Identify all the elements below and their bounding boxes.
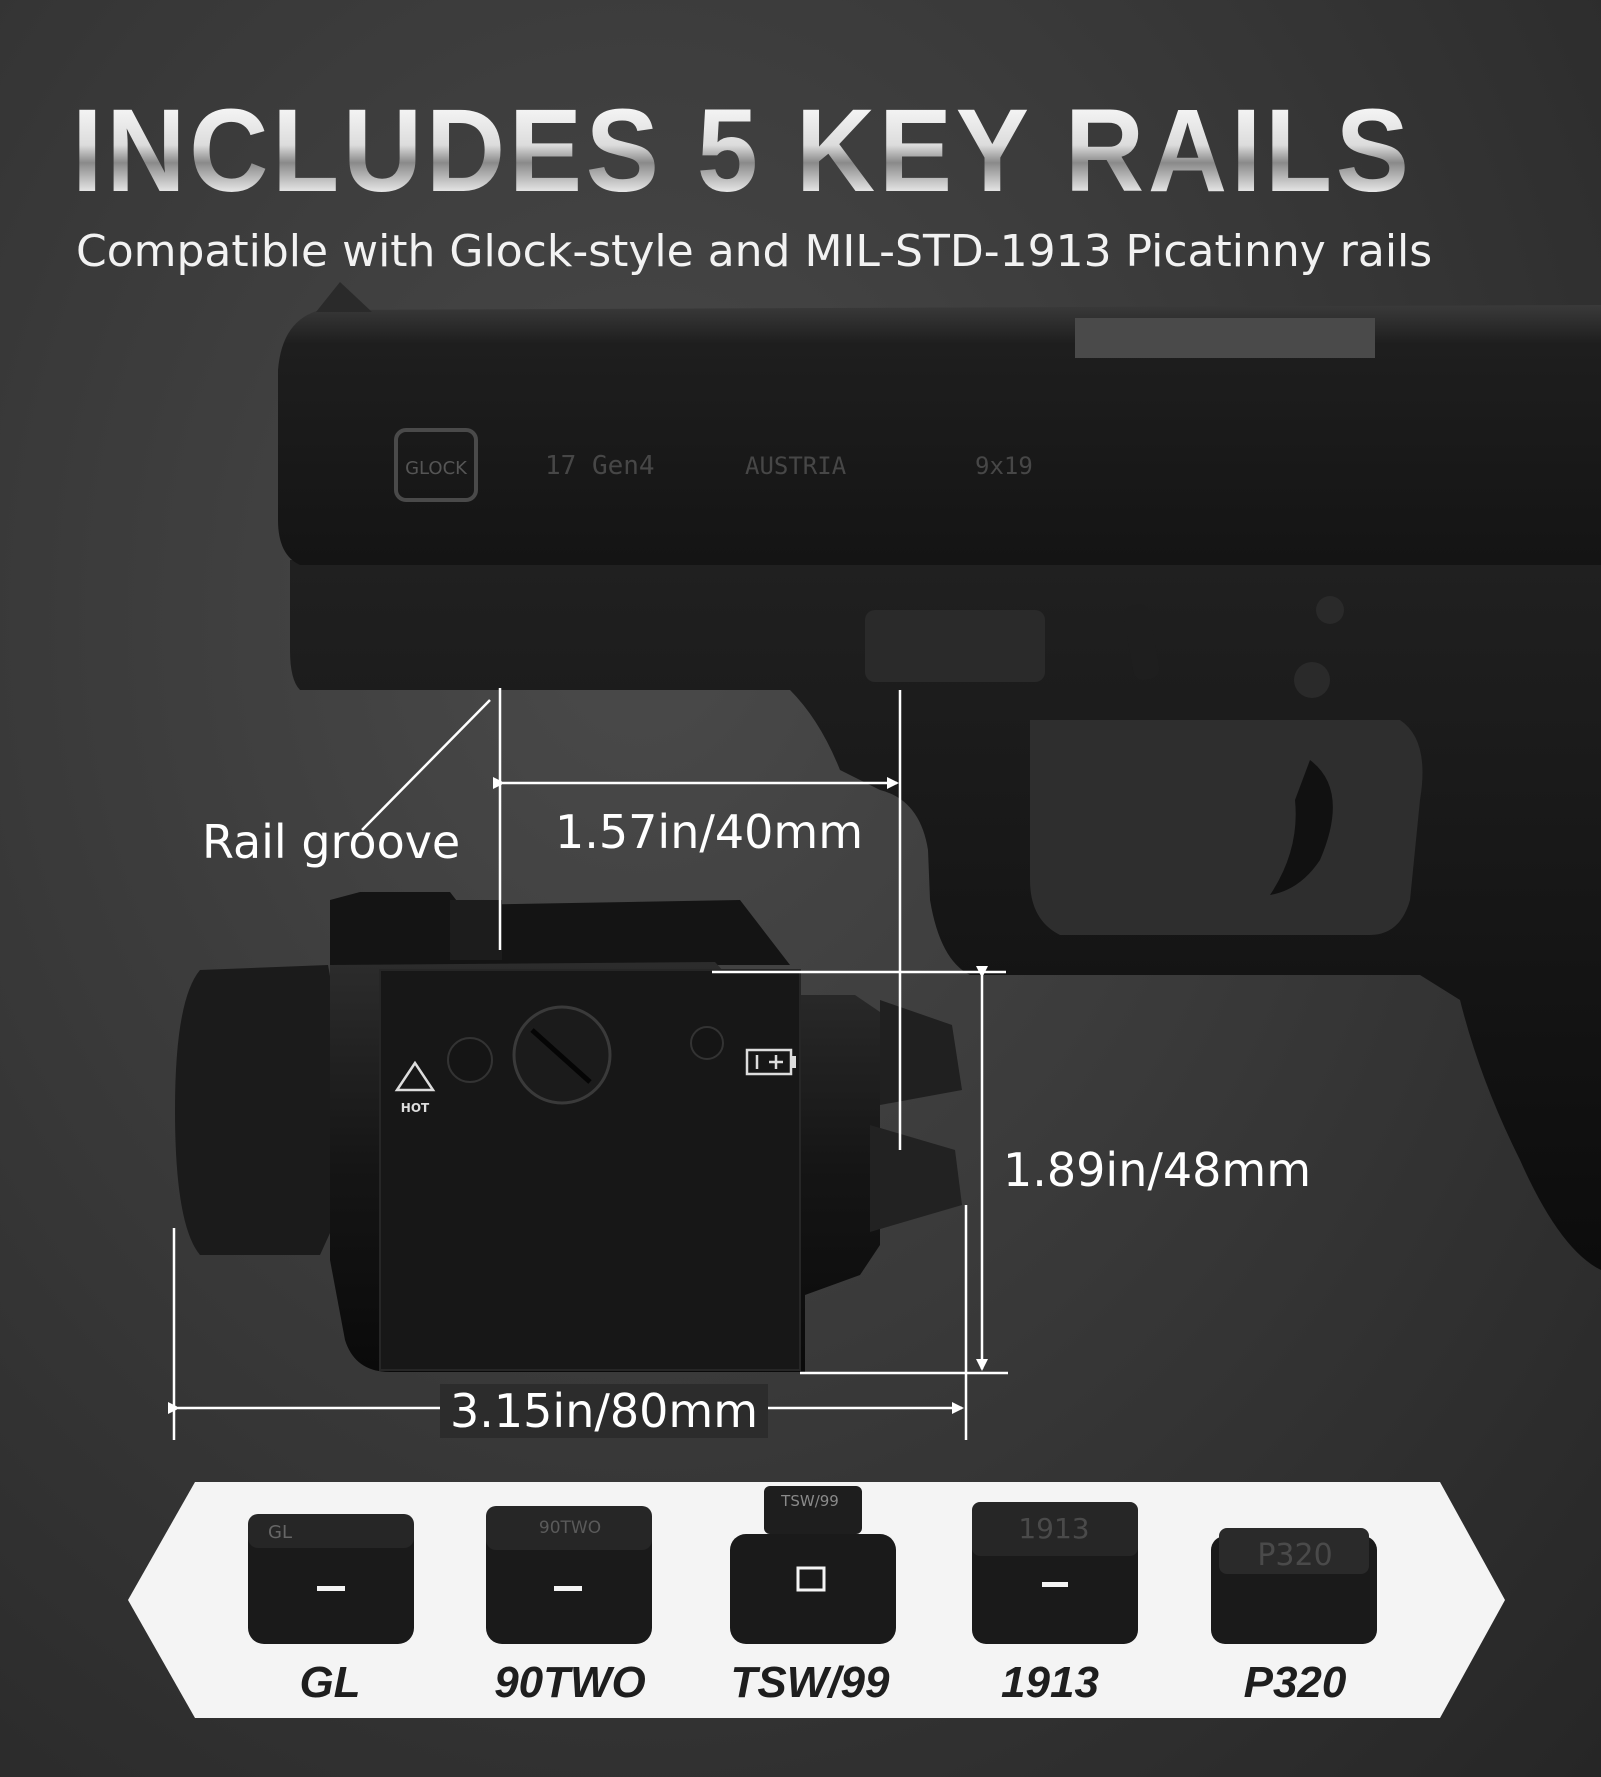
rail-item-tsw99: TSW/99 TSW/99 xyxy=(690,1478,930,1722)
glock-logo xyxy=(394,428,478,502)
pistol-origin-text: AUSTRIA xyxy=(745,452,847,480)
rail-item-gl: GL GL xyxy=(210,1478,450,1722)
trigger xyxy=(1270,760,1333,895)
pistol-illustration: GLOCK 17 Gen4 AUSTRIA 9x19 xyxy=(278,282,1601,1270)
light-tail-switch xyxy=(880,1000,962,1105)
hot-warning-icon xyxy=(394,1060,436,1092)
rails-banner: GL GL 90TWO 90TWO TSW/99 TSW/99 1913 191… xyxy=(0,1478,1601,1722)
rail-engraving: GL xyxy=(268,1522,292,1543)
groove-spacing-label: 1.57in/40mm xyxy=(555,805,864,859)
light-tail-switch xyxy=(870,1125,962,1232)
frame-pin xyxy=(1316,596,1344,624)
frame-texture xyxy=(865,610,1045,682)
light-screw xyxy=(690,1026,724,1060)
rail-name: 1913 xyxy=(1001,1658,1099,1707)
light-mount-clamp xyxy=(330,892,790,965)
rail-name: 90TWO xyxy=(494,1658,646,1707)
rail-engraving: 90TWO xyxy=(538,1518,602,1538)
pistol-caliber-text: 9x19 xyxy=(975,452,1033,480)
p320-rail-icon xyxy=(1211,1528,1377,1644)
weapon-light-illustration: HOT xyxy=(175,892,962,1372)
pistol-slide xyxy=(278,305,1601,565)
length-label: 3.15in/80mm xyxy=(440,1384,769,1438)
rail-item-90two: 90TWO 90TWO xyxy=(450,1478,690,1722)
pistol-logo-text: GLOCK xyxy=(405,458,468,479)
light-bezel xyxy=(175,965,345,1255)
ejection-port xyxy=(1075,318,1375,358)
light-rail-key xyxy=(450,900,502,960)
1913-rail-icon xyxy=(972,1502,1138,1644)
product-illustration: GLOCK 17 Gen4 AUSTRIA 9x19 HOT xyxy=(168,282,1601,1414)
height-label: 1.89in/48mm xyxy=(1003,1143,1312,1197)
battery-cap-slot xyxy=(530,1028,592,1084)
light-screw xyxy=(447,1037,493,1083)
front-sight xyxy=(316,282,372,312)
frame-pin xyxy=(1294,662,1330,698)
tsw99-rail-icon xyxy=(730,1486,896,1644)
pistol-model-text: 17 Gen4 xyxy=(545,451,655,481)
hot-label: HOT xyxy=(401,1101,430,1115)
90two-rail-icon xyxy=(486,1506,652,1644)
trigger-guard xyxy=(1030,720,1423,935)
rail-groove-leader xyxy=(361,699,491,831)
rail-name: GL xyxy=(299,1658,361,1707)
slide-stop xyxy=(1123,604,1160,680)
page-title: INCLUDES 5 KEY RAILS xyxy=(72,85,1413,217)
rail-item-1913: 1913 1913 xyxy=(930,1478,1170,1722)
rail-engraving: TSW/99 xyxy=(781,1492,839,1510)
rail-item-p320: P320 P320 xyxy=(1175,1478,1415,1722)
battery-terminal xyxy=(791,1056,796,1068)
gl-rail-icon xyxy=(248,1514,414,1644)
rail-name: TSW/99 xyxy=(730,1658,890,1707)
page-subtitle: Compatible with Glock-style and MIL-STD-… xyxy=(76,226,1433,277)
rail-name: P320 xyxy=(1243,1658,1347,1707)
rail-engraving: 1913 xyxy=(1018,1512,1090,1545)
rail-groove-label: Rail groove xyxy=(202,815,461,869)
rail-engraving: P320 xyxy=(1257,1538,1333,1573)
